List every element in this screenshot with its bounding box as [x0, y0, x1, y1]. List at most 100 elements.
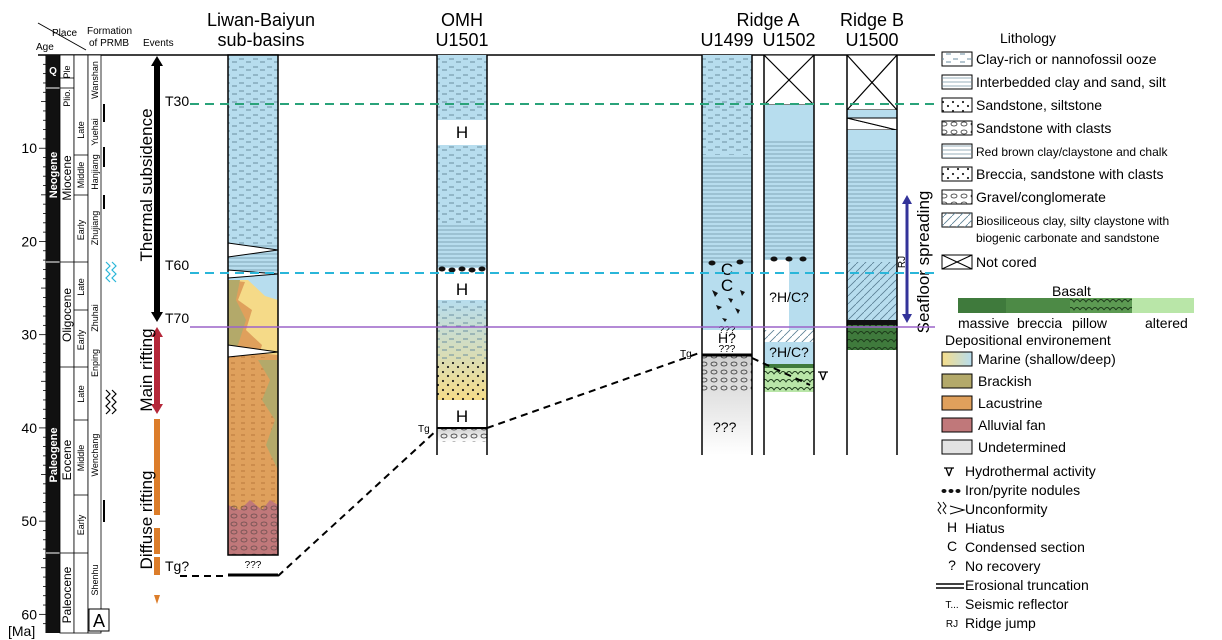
- reflector-t30-label: T30: [165, 93, 189, 109]
- formation-shenhu: Shenhu: [90, 564, 100, 595]
- legend-symbol-glyph: ?: [948, 557, 956, 573]
- header: Age Place Formation of PRMB Events Liwan…: [36, 10, 904, 53]
- legend-symbol-label: Hiatus: [965, 520, 1005, 536]
- legend-symbol-label: Ridge jump: [965, 615, 1036, 631]
- legend-depo-swatch: [942, 440, 972, 454]
- erosional-truncation-icon: [936, 584, 964, 588]
- legend-lithology-pattern: [942, 98, 972, 112]
- liwan-no-recovery: ???: [245, 560, 262, 571]
- eocene-early: Early: [76, 514, 86, 535]
- legend-symbol-glyph: T...: [945, 600, 958, 611]
- u1499-column: C C ??? H? ??? ??? Tg: [680, 55, 752, 455]
- event-main-rifting: Main rifting: [137, 328, 156, 411]
- legend-lithology: Clay-rich or nannofossil oozeInterbedded…: [942, 51, 1169, 270]
- formation-column: Wanshan Yuehai Hanjiang Zhujiang Zhuhai …: [88, 55, 116, 633]
- legend-depo-label: Brackish: [978, 373, 1032, 389]
- legend-depo-label: Marine (shallow/deep): [978, 351, 1116, 367]
- u1501-hiatus-3: H: [456, 407, 468, 426]
- legend-symbol-glyph: C: [947, 538, 957, 554]
- legend-symbol-label: No recovery: [965, 558, 1040, 574]
- period-column: Q Neogene Paleogene: [46, 55, 60, 633]
- legend-symbol-label: Seismic reflector: [965, 596, 1069, 612]
- ridgeB-title: Ridge B: [840, 10, 904, 30]
- age-tick-label: 50: [21, 513, 37, 529]
- formation-wanshan: Wanshan: [90, 61, 100, 99]
- age-unit: [Ma]: [8, 623, 35, 639]
- legend-symbol-label: Erosional truncation: [965, 577, 1089, 593]
- legend-lithology-label: Red brown clay/claystone and chalk: [976, 145, 1168, 159]
- u1502-hc-1: ?H/C?: [769, 289, 809, 305]
- legend-symbol-glyph: RJ: [946, 619, 958, 630]
- u1502-title: U1502: [762, 30, 815, 50]
- formation-hanjiang: Hanjiang: [90, 154, 100, 190]
- events-header: Events: [143, 38, 174, 49]
- ridgeA-title: Ridge A: [736, 10, 799, 30]
- miocene-middle: Middle: [76, 162, 86, 189]
- hydrothermal-activity-icon: [944, 468, 954, 476]
- legend-basalt-altered: altered: [1145, 315, 1188, 331]
- reflector-tgq-label: Tg?: [165, 558, 189, 574]
- nodules-icon: [949, 489, 954, 493]
- legend-lithology-label: Breccia, sandstone with clasts: [976, 166, 1164, 182]
- formation-wenchang: Wenchang: [90, 434, 100, 477]
- u1502-hc-2: ?H/C?: [769, 344, 809, 360]
- u1501-hiatus-1: H: [456, 123, 468, 142]
- legend-depo-title: Depositional environement: [945, 332, 1111, 348]
- u1499-no-recovery-2: ???: [719, 344, 736, 355]
- panel-label: A: [93, 611, 105, 631]
- formation-yuehai: Yuehai: [90, 118, 100, 146]
- legend-symbol-label: Iron/pyrite nodules: [965, 482, 1080, 498]
- reflector-t60-label: T60: [165, 257, 189, 273]
- formation-enping: Enping: [90, 349, 100, 377]
- miocene-early: Early: [76, 219, 86, 240]
- legend-lithology-label: biogenic carbonate and sandstone: [976, 231, 1160, 245]
- u1499-no-recovery-3: ???: [713, 419, 737, 435]
- event-thermal-subsidence: Thermal subsidence: [137, 108, 156, 261]
- liwan-title-2: sub-basins: [217, 30, 304, 50]
- age-tick-label: 60: [21, 606, 37, 622]
- legend-lithology-label: Not cored: [976, 254, 1037, 270]
- age-tick-label: 20: [21, 233, 37, 249]
- legend-lithology-label: Gravel/conglomerate: [976, 189, 1106, 205]
- reflector-t70-label: T70: [165, 310, 189, 326]
- legend-lithology-pattern: [942, 167, 972, 181]
- age-tick-label: 30: [21, 327, 37, 343]
- miocene-late: Late: [76, 121, 86, 139]
- legend-depo-swatch: [942, 396, 972, 410]
- legend-lithology-label: Sandstone, siltstone: [976, 97, 1102, 113]
- legend-depo-swatch: [942, 418, 972, 432]
- age-tick-label: 10: [21, 140, 37, 156]
- u1501-tg-label: Tg: [418, 424, 430, 435]
- epoch-plio: Plio.: [62, 89, 72, 107]
- legend-symbol-label: Hydrothermal activity: [965, 463, 1096, 479]
- legend-lithology-title: Lithology: [1000, 30, 1056, 46]
- legend-lithology-label: Clay-rich or nannofossil ooze: [976, 51, 1157, 67]
- legend-basalt-title: Basalt: [1052, 283, 1091, 299]
- legend-lithology-label: Sandstone with clasts: [976, 120, 1111, 136]
- omh-title: OMH: [441, 10, 483, 30]
- reflector-lines: [180, 104, 935, 576]
- legend-depositional: Marine (shallow/deep)BrackishLacustrineA…: [942, 351, 1116, 455]
- u1499-title: U1499: [700, 30, 753, 50]
- u1502-column: ?H/C? ?H/C?: [764, 55, 828, 455]
- formation-header-2: of PRMB: [89, 38, 129, 49]
- age-header: Age: [36, 42, 54, 53]
- u1499-condensed-2: C: [721, 276, 733, 295]
- formation-header-1: Formation: [87, 26, 132, 37]
- unconformity-icon: [938, 502, 964, 514]
- epoch-miocene: Miocene: [60, 155, 74, 201]
- u1500-title: U1500: [845, 30, 898, 50]
- seafloor-spreading-label: Seafloor spreading: [914, 191, 933, 334]
- legend-lithology-pattern: [942, 213, 972, 227]
- epoch-column: Ple Plio. Miocene Oligocene Eocene Paleo…: [60, 55, 74, 633]
- u1501-column: H H H Tg: [418, 55, 487, 455]
- period-q: Q: [49, 66, 57, 77]
- oligocene-early: Early: [76, 329, 86, 350]
- u1501-title: U1501: [435, 30, 488, 50]
- subepoch-column: Late Middle Early Late Early Late Middle…: [74, 55, 88, 633]
- ridge-jump-label: RJ: [897, 256, 908, 268]
